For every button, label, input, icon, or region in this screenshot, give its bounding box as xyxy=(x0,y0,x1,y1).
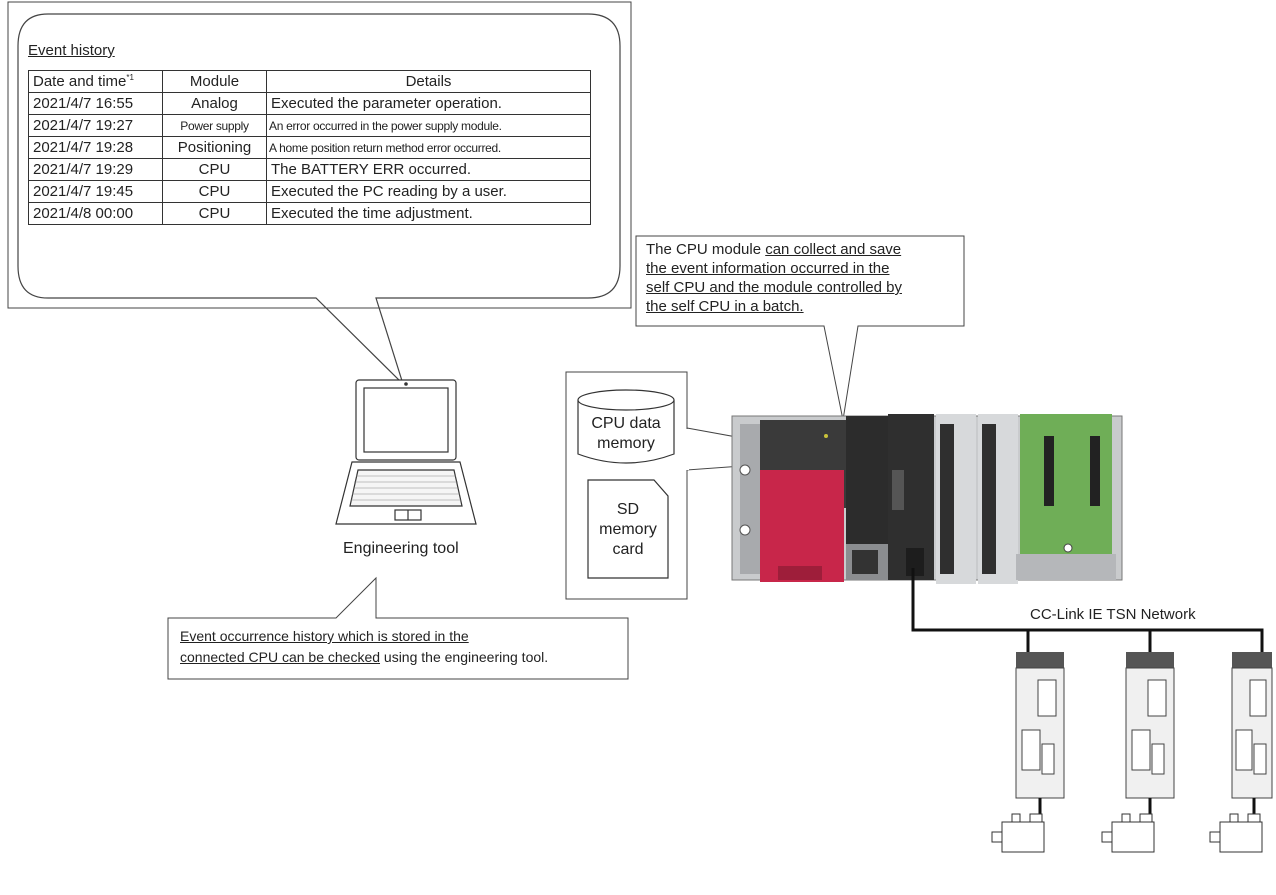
column-header-details: Details xyxy=(266,70,591,93)
footnote-mark: *1 xyxy=(126,73,134,82)
tool-callout-text: Event occurrence history which is stored… xyxy=(180,628,549,665)
network-cable xyxy=(911,568,1264,652)
engineering-tool-label: Engineering tool xyxy=(343,540,459,557)
cpu-memory-cylinder-icon xyxy=(577,389,675,464)
servo-amplifier-2-icon xyxy=(1101,652,1175,853)
table-header-row: Date and time*1 Module Details xyxy=(28,70,591,93)
sd-card-label: SD memory card xyxy=(599,501,657,558)
tool-callout xyxy=(167,576,629,680)
network-label: CC-Link IE TSN Network xyxy=(1030,606,1196,623)
cpu-callout-text: The CPU module can collect and save the … xyxy=(646,241,902,315)
plc-rack-icon xyxy=(731,414,1123,584)
laptop-icon xyxy=(335,379,477,525)
column-header-module: Module xyxy=(162,70,267,93)
event-history-table: Date and time*1 Module Details 2021/4/7 … xyxy=(28,70,591,225)
event-history-title: Event history xyxy=(28,42,115,59)
cpu-memory-label: CPU data memory xyxy=(591,415,661,452)
servo-amplifier-3-icon xyxy=(1209,652,1273,853)
sd-card-icon xyxy=(587,479,669,579)
cpu-callout xyxy=(635,235,965,421)
event-history-frame xyxy=(7,1,632,309)
servo-amplifier-1-icon xyxy=(991,652,1065,853)
column-header-datetime: Date and time*1 xyxy=(28,70,163,93)
